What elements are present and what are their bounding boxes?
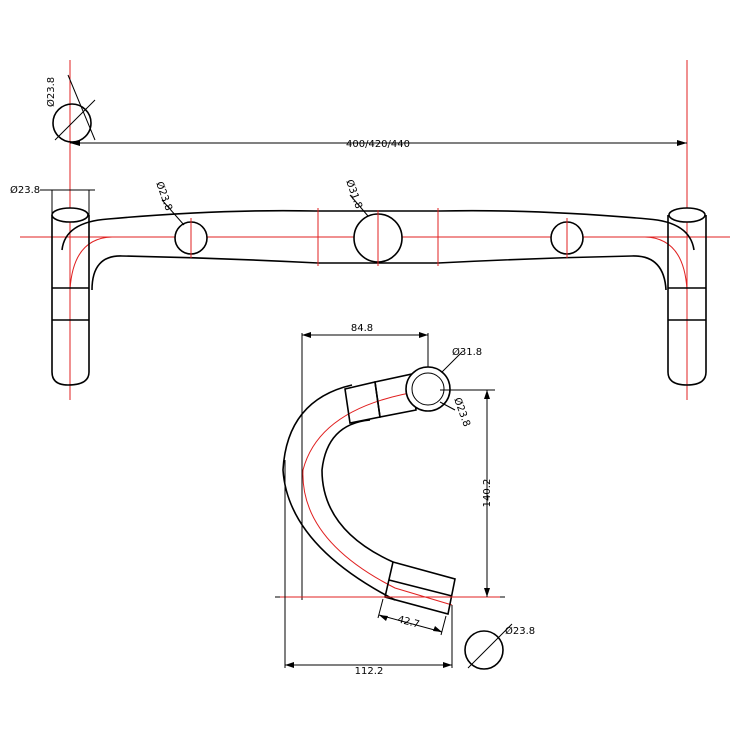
top-view: 400/420/440 Ø23.8 Ø23.8: [10, 60, 730, 400]
tops-diameter-label: Ø23.8: [153, 180, 175, 212]
top-sleeve: [344, 373, 417, 424]
clamp-diameter-label: Ø31.8: [343, 178, 365, 210]
bend-outline-outer: [282, 384, 396, 601]
drop-end-sleeve: [384, 561, 456, 615]
clamp-label: Ø31.8: [452, 346, 482, 358]
width-label: 400/420/440: [346, 139, 410, 150]
clamp-end: Ø31.8 Ø23.8: [405, 346, 482, 428]
total-reach-label: 112.2: [355, 666, 384, 677]
reach-label: 84.8: [351, 323, 373, 334]
section-label-left: Ø23.8: [45, 77, 57, 107]
end-label: 42.7: [396, 614, 420, 630]
width-dimension: 400/420/440: [70, 139, 687, 150]
drop-label: 140.2: [482, 479, 493, 508]
drop-diameter-label: Ø23.8: [10, 184, 40, 196]
right-drop: [667, 207, 707, 386]
section-circle-top-left: Ø23.8: [45, 74, 96, 143]
end-section-label: Ø23.8: [505, 625, 535, 637]
bend-centerline: [302, 389, 453, 606]
side-view: 84.8 Ø31.8 Ø23.8: [275, 323, 535, 677]
tops-section-right: [550, 218, 584, 258]
left-drop: Ø23.8: [10, 184, 95, 386]
bend-outline-inner: [321, 419, 394, 563]
drop-dimension: 140.2: [275, 389, 505, 598]
tops-section-left: Ø23.8: [153, 180, 208, 258]
total-reach-dimension: 112.2: [284, 460, 453, 677]
clamp-section: Ø31.8: [343, 178, 403, 266]
tops-label: Ø23.8: [451, 396, 473, 428]
end-section-circle: Ø23.8: [464, 623, 535, 670]
reach-dimension: 84.8: [301, 323, 429, 600]
